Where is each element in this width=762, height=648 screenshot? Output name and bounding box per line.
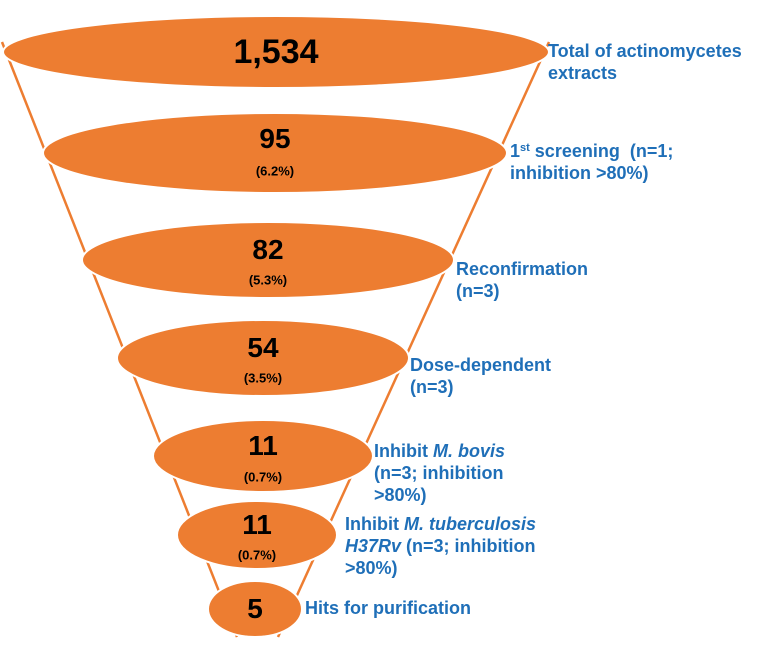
stage-6-label-line-3: >80%) [345, 558, 398, 578]
stage-1-label-line-1: Total of actinomycetes [548, 41, 742, 61]
stage-5-label-line-2: (n=3; inhibition [374, 463, 504, 483]
stage-6-value: 11 [242, 509, 272, 540]
stage-2-label-line-1: 1st screening (n=1; [510, 140, 673, 162]
funnel-stage-6-ellipse [176, 500, 338, 570]
stage-7-label: Hits for purification [305, 597, 471, 619]
label-italic-text: M. tuberculosis [403, 514, 537, 534]
stage-4-percent: (3.5%) [243, 370, 283, 386]
label-italic-text: M. bovis [432, 441, 505, 461]
stage-1-value: 1,534 [233, 33, 319, 71]
label-text: (n=3; inhibition [401, 536, 536, 556]
stage-3-label-line-2: (n=3) [456, 281, 500, 301]
stage-6-label-line-1: Inhibit M. tuberculosis [345, 513, 536, 535]
stage-6-percent: (0.7%) [237, 547, 277, 563]
label-text: 1 [510, 141, 521, 161]
stage-3-label: Reconfirmation(n=3) [456, 258, 588, 302]
label-italic-text: H37Rv [345, 536, 402, 556]
stage-5-label-line-3: >80%) [374, 485, 427, 505]
funnel-stage-1-ellipse [2, 15, 550, 89]
stage-5-percent: (0.7%) [243, 469, 283, 485]
stage-2-value: 95 [259, 123, 291, 154]
funnel-stage-2-ellipse [42, 112, 508, 194]
stage-5-label: Inhibit M. bovis(n=3; inhibition>80%) [374, 440, 505, 506]
label-text: Inhibit [345, 514, 404, 534]
stage-4-label-line-2: (n=3) [410, 377, 454, 397]
funnel-stage-5-ellipse [152, 419, 374, 493]
funnel-stage-4-ellipse [116, 319, 410, 397]
funnel-stage-3-ellipse [81, 221, 455, 299]
stage-4-label-line-1: Dose-dependent [410, 355, 552, 375]
stage-3-value: 82 [252, 234, 284, 265]
stage-2-percent: (6.2%) [255, 163, 295, 179]
stage-5-value: 11 [248, 430, 278, 461]
stage-1-label-line-2: extracts [548, 63, 618, 83]
stage-4-label: Dose-dependent(n=3) [410, 354, 551, 398]
stage-4-value: 54 [247, 332, 279, 363]
stage-3-percent: (5.3%) [248, 272, 288, 288]
stage-3-label-line-1: Reconfirmation [456, 259, 589, 279]
stage-6-label-line-2: H37Rv (n=3; inhibition [345, 535, 536, 557]
label-text: Inhibit [374, 441, 433, 461]
label-text: screening (n=1; [529, 141, 674, 161]
stage-5-label-line-1: Inhibit M. bovis [374, 440, 505, 462]
stage-7-value: 5 [247, 593, 263, 624]
stage-2-label-line-2: inhibition >80%) [510, 163, 649, 183]
stage-2-label: 1st screening (n=1;inhibition >80%) [510, 140, 673, 184]
stage-7-label-line-1: Hits for purification [305, 598, 471, 618]
funnel-stage-7-ellipse [207, 580, 303, 638]
label-superscript: st [520, 142, 530, 154]
